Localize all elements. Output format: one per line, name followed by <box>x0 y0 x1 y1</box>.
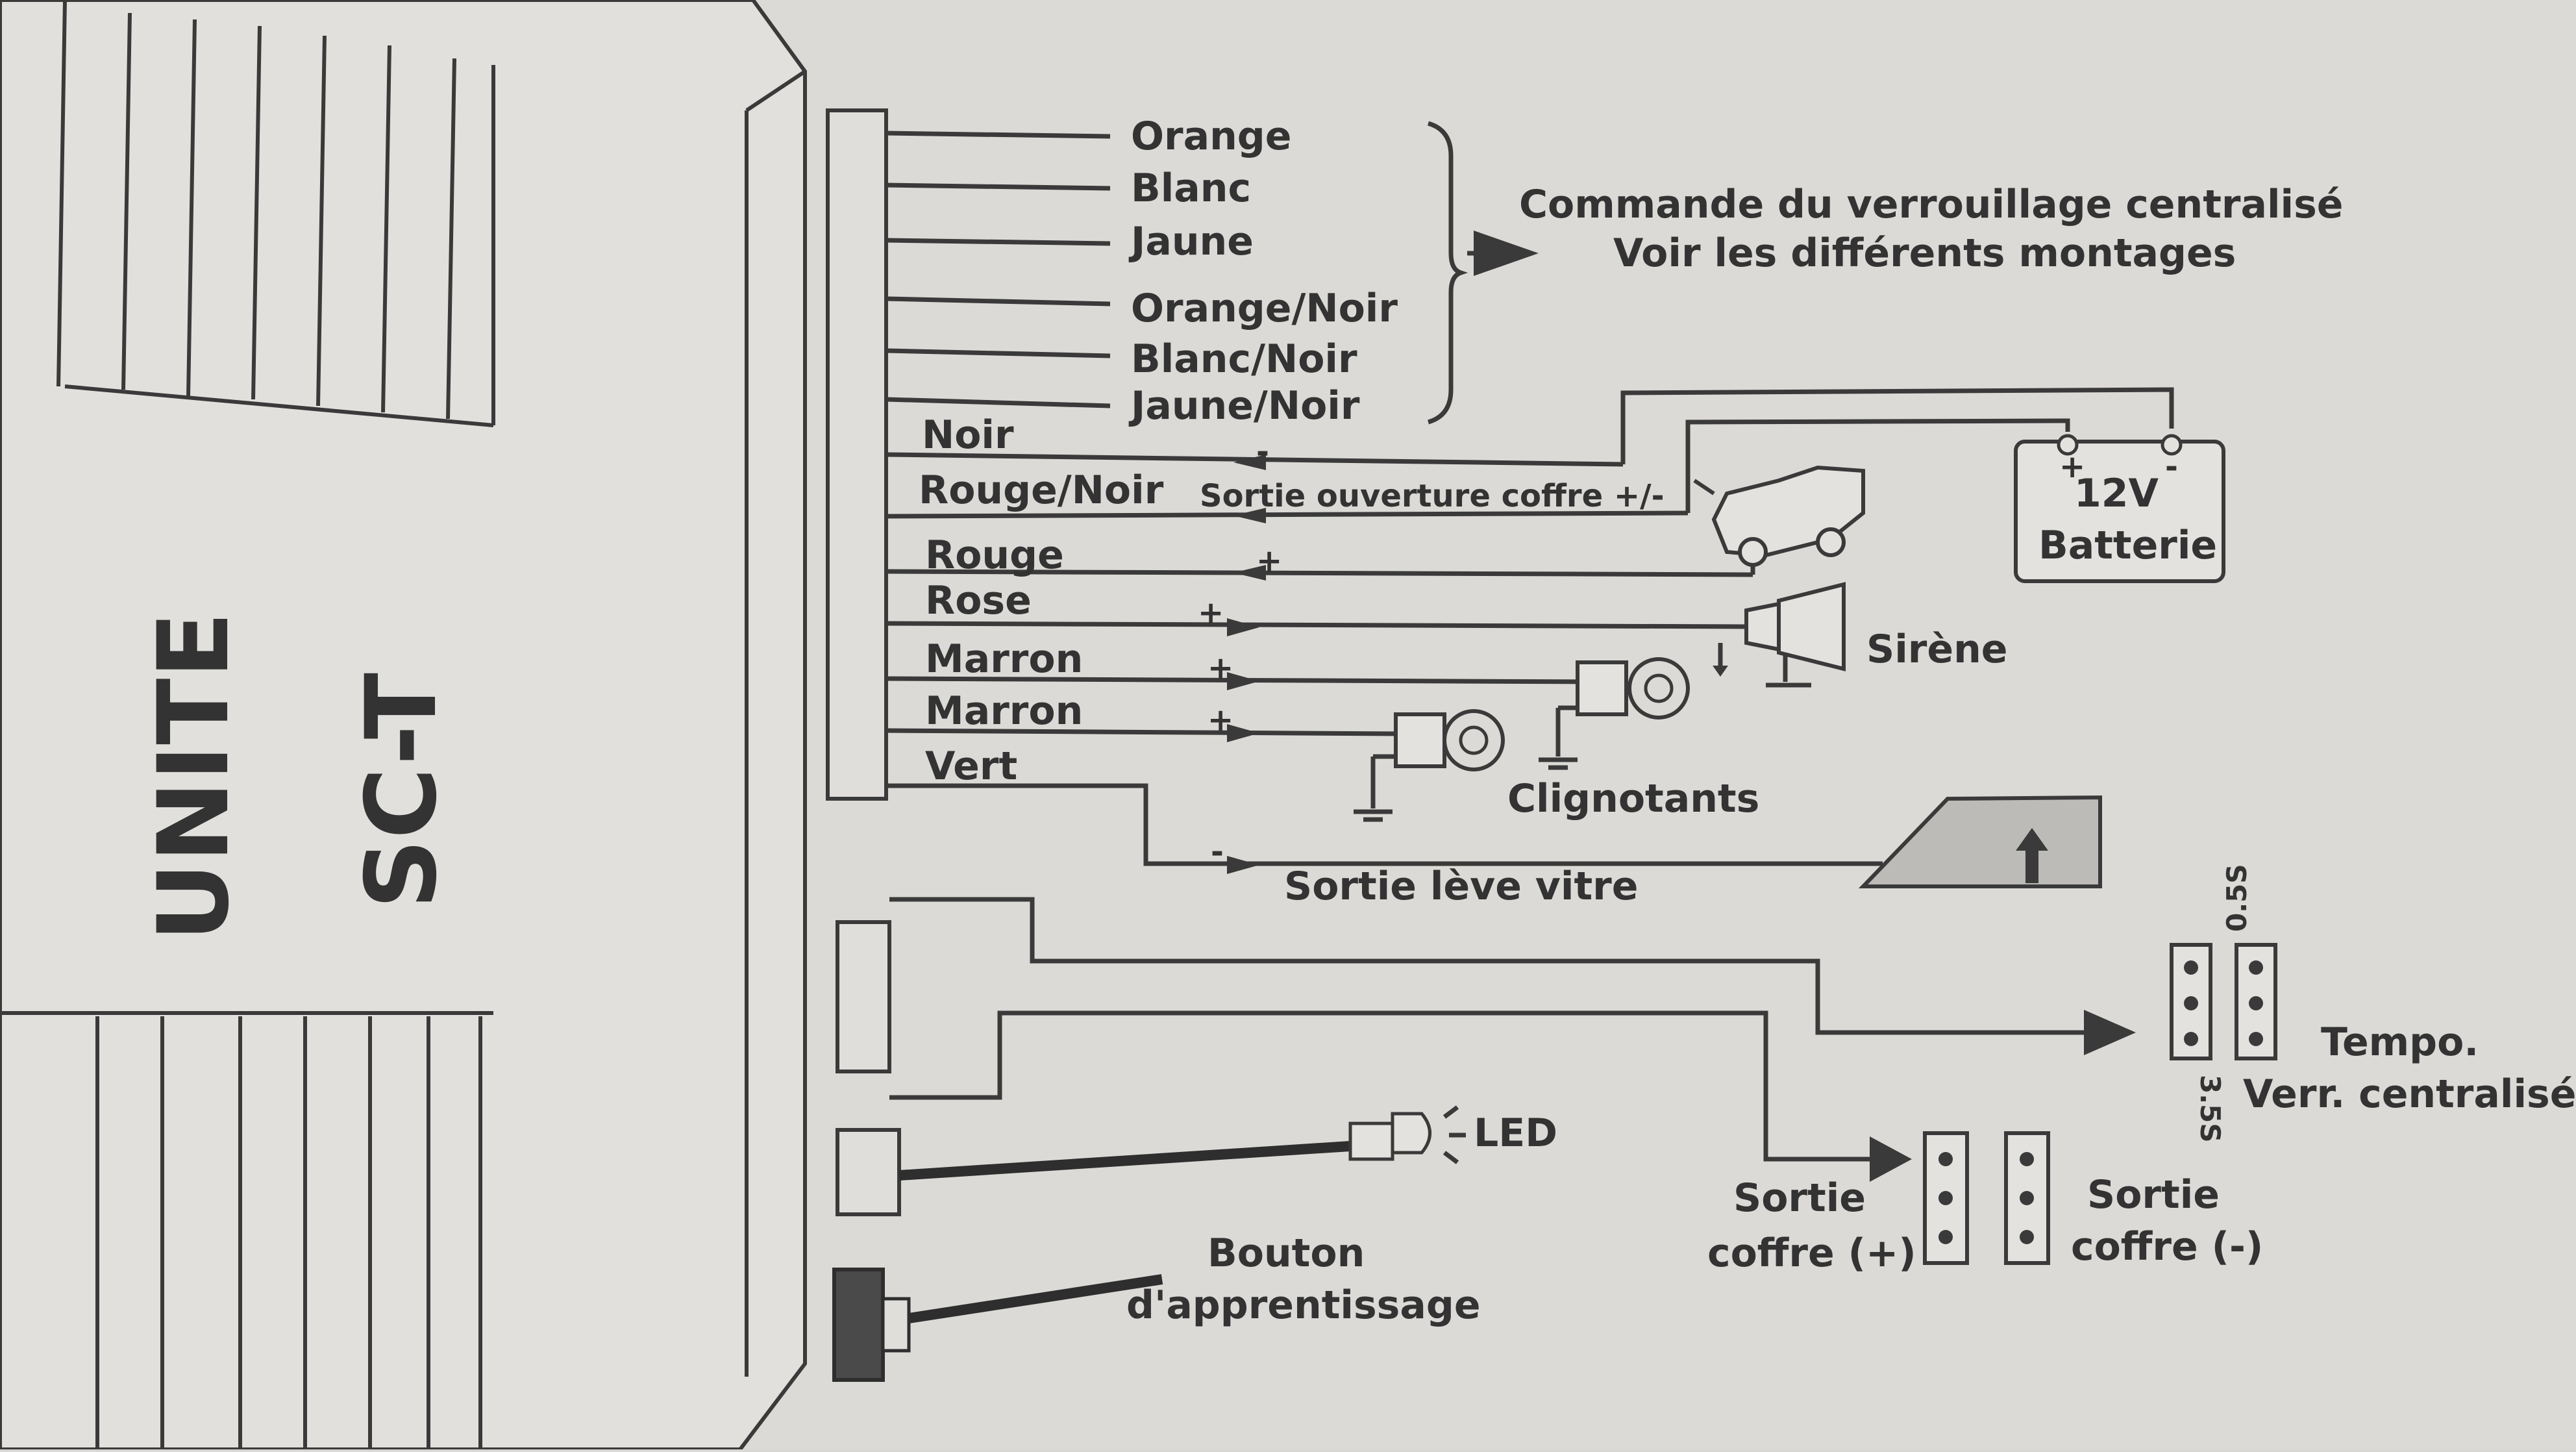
blinkers-label: Clignotants <box>1507 776 1759 821</box>
jumper-icon <box>2170 943 2277 1060</box>
harness-connector <box>826 108 888 801</box>
battery-voltage: 12V <box>2074 471 2159 516</box>
car-icon <box>1693 465 1865 567</box>
led-label: LED <box>1474 1110 1557 1156</box>
wire-label-rose: Rose <box>925 578 1032 623</box>
wire-label-marron-1: Marron <box>925 636 1083 682</box>
lock-wires <box>886 131 1111 408</box>
window-output-label: Sortie lève vitre <box>1284 864 1638 909</box>
control-unit: UNITE SC-T <box>0 0 807 1451</box>
wire-label-orange: Orange <box>1131 114 1291 159</box>
battery-icon: + - 12V Batterie <box>2014 434 2225 583</box>
wire-arrows <box>1227 455 1266 874</box>
trunk-pos-line2: coffre (+) <box>1707 1231 1916 1276</box>
learn-button-icon <box>832 1268 1163 1382</box>
rouge-sign: + <box>1256 543 1282 579</box>
vert-sign: - <box>1211 834 1224 870</box>
blinker-bulb-icon <box>1539 657 1690 770</box>
jumper-label-b: 0.5S <box>2221 864 2253 932</box>
wire-label-orange-noir: Orange/Noir <box>1131 286 1398 331</box>
jumper-label-a: 3.5S <box>2194 1075 2226 1143</box>
jumper-icon <box>1923 1131 2050 1265</box>
marron2-sign: + <box>1208 702 1233 738</box>
lock-group-brace <box>1427 121 1468 425</box>
wire-label-marron-2: Marron <box>925 688 1083 734</box>
trunk-output-label: Sortie ouverture coffre +/- <box>1200 478 1665 514</box>
wire-label-noir: Noir <box>922 412 1014 458</box>
marron1-sign: + <box>1208 650 1233 686</box>
battery-minus: - <box>2165 449 2178 485</box>
trunk-neg-line2: coffre (-) <box>2071 1224 2263 1270</box>
wire-label-vert: Vert <box>925 744 1017 789</box>
trunk-pos-line1: Sortie <box>1733 1175 1866 1221</box>
blinker-bulb-icon <box>1354 709 1505 822</box>
window-icon <box>1858 795 2102 888</box>
rose-sign: + <box>1198 595 1224 631</box>
battery-name: Batterie <box>2038 523 2217 568</box>
wire-label-rouge: Rouge <box>925 532 1064 578</box>
wire-label-jaune-noir: Jaune/Noir <box>1128 383 1360 429</box>
wire-label-blanc: Blanc <box>1131 166 1251 211</box>
siren-icon <box>1713 582 1846 688</box>
tempo-label-line2: Verr. centralisé <box>2243 1071 2576 1117</box>
wire-label-blanc-noir: Blanc/Noir <box>1131 336 1357 382</box>
led-icon <box>836 1105 1466 1216</box>
learn-button-line1: Bouton <box>1208 1231 1365 1276</box>
lock-label-line1: Commande du verrouillage centralisé <box>1519 182 2344 227</box>
battery-plus: + <box>2059 449 2085 485</box>
lock-label-line2: Voir les différents montages <box>1613 231 2236 276</box>
learn-button-line2: d'apprentissage <box>1126 1283 1481 1328</box>
arrow-icon <box>1474 231 1539 276</box>
wire-label-jaune: Jaune <box>1128 219 1254 264</box>
noir-sign: - <box>1256 434 1269 470</box>
unit-name-line2: SC-T <box>345 673 458 909</box>
tempo-connector <box>836 897 2136 1182</box>
wire-label-rouge-noir: Rouge/Noir <box>919 468 1164 513</box>
siren-label: Sirène <box>1866 627 2007 672</box>
trunk-neg-line1: Sortie <box>2087 1172 2220 1218</box>
tempo-label-line1: Tempo. <box>2321 1020 2479 1065</box>
unit-name-line1: UNITE <box>138 612 251 942</box>
